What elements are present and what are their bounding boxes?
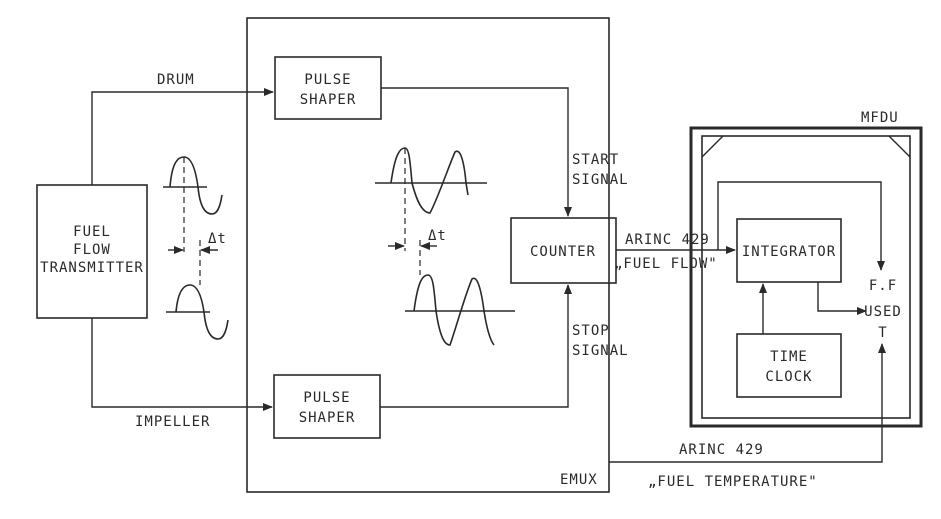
pulse-shaper-top-box: [274, 56, 382, 120]
stop-signal-line-1: STOP: [572, 323, 610, 339]
emux-frame: [246, 17, 610, 493]
mfdu-label: MFDU: [861, 110, 899, 126]
display-t: T: [878, 325, 887, 341]
drum-label: DRUM: [157, 72, 195, 88]
impeller-label: IMPELLER: [135, 414, 210, 430]
start-signal-connector: [381, 87, 572, 217]
fuel-temperature-connector: [609, 343, 886, 463]
display-used: USED: [864, 304, 902, 320]
display-ff: F.F: [869, 278, 897, 294]
stop-signal-line-2: SIGNAL: [572, 343, 629, 359]
arinc-fuel-temp-line-2: „FUEL TEMPERATURE": [648, 474, 818, 490]
integrator-box: [736, 218, 842, 283]
start-signal-line-1: START: [572, 152, 619, 168]
emux-label: EMUX: [560, 472, 598, 488]
ff-feed-connector: [717, 181, 885, 271]
integrator-used-connector: [817, 282, 867, 315]
transmitter-line-2: FLOW: [73, 242, 111, 258]
transmitter-line-1: FUEL: [73, 224, 111, 240]
start-signal-line-2: SIGNAL: [572, 172, 629, 188]
time-clock-line-2: CLOCK: [765, 369, 812, 385]
delta-t-right-label: Δt: [428, 228, 447, 244]
shaped-waveforms: [375, 147, 515, 346]
time-clock-box: [736, 333, 842, 398]
stop-signal-connector: [380, 284, 572, 408]
arinc-fuel-flow-line-1: ARINC 429: [625, 232, 710, 248]
time-clock-line-1: TIME: [770, 349, 808, 365]
raw-waveforms: [163, 156, 229, 340]
pulse-shaper-bottom-line-1: PULSE: [303, 390, 350, 406]
pulse-shaper-bottom-box: [273, 374, 381, 439]
delta-t-left-label: Δt: [208, 231, 227, 247]
pulse-shaper-bottom-line-2: SHAPER: [299, 410, 356, 426]
integrator-label: INTEGRATOR: [742, 244, 836, 260]
arinc-fuel-flow-line-2: „FUEL FLOW": [614, 256, 718, 272]
pulse-shaper-top-line-2: SHAPER: [300, 92, 357, 108]
transmitter-line-3: TRANSMITTER: [40, 260, 144, 276]
impeller-connector: [91, 318, 273, 411]
arinc-fuel-temp-line-1: ARINC 429: [679, 442, 764, 458]
drum-connector: [91, 88, 274, 185]
mfdu-frame: [689, 126, 923, 428]
pulse-shaper-top-line-1: PULSE: [304, 72, 351, 88]
counter-label: COUNTER: [530, 244, 596, 260]
